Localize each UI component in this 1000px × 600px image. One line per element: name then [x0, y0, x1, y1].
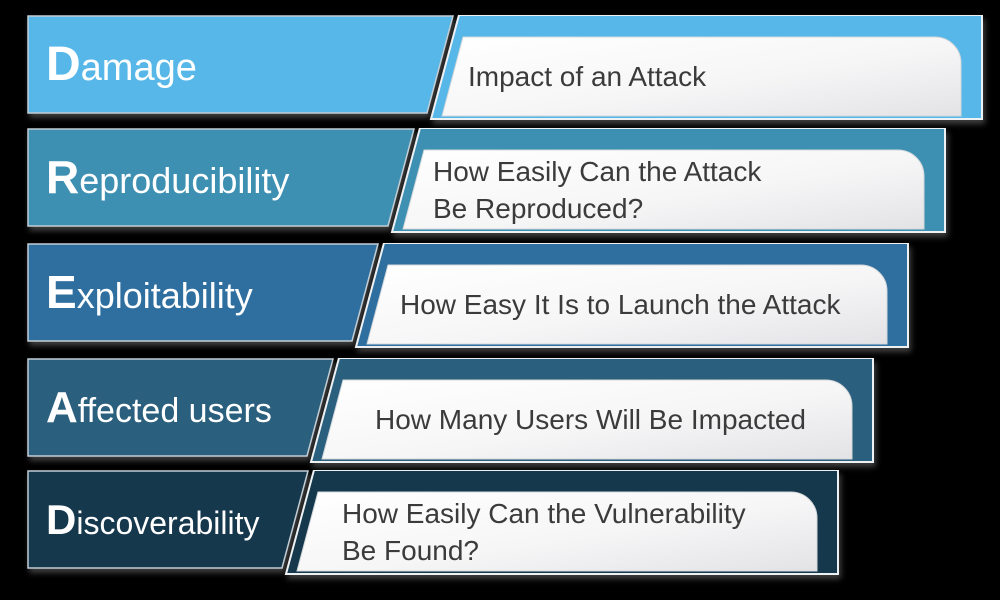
description-line: Be Found?: [342, 534, 479, 566]
row-discoverability: Discoverability How Easily Can the Vulne…: [0, 470, 1000, 580]
term-initial: D: [46, 496, 77, 543]
description-line: How Easily Can the Attack: [433, 155, 762, 187]
left-banner-shape: [27, 470, 309, 569]
row-reproducibility-graphics: [27, 128, 946, 233]
left-banner-shape: [27, 128, 415, 227]
row-exploitability-graphics: [27, 243, 909, 348]
term-reproducibility: Reproducibility: [46, 129, 289, 226]
row-affected-users-graphics: [27, 358, 874, 463]
description-panel-shape: [441, 36, 962, 117]
term-initial: D: [46, 38, 81, 91]
row-discoverability-graphics: [27, 470, 839, 575]
description-line: How Easy It Is to Launch the Attack: [400, 289, 841, 320]
description-panel-shape: [366, 264, 888, 345]
description-line: How Many Users Will Be Impacted: [375, 404, 807, 435]
description-panel-shape: [321, 379, 853, 460]
description-line: How Easily Can the Vulnerability: [342, 497, 746, 529]
description-exploitability: How Easy It Is to Launch the Attack: [400, 265, 840, 344]
term-rest: xploitability: [76, 275, 253, 316]
description-line: Be Reproduced?: [433, 192, 644, 224]
term-initial: E: [46, 266, 77, 318]
description-discoverability: How Easily Can the Vulnerability Be Foun…: [342, 492, 746, 571]
description-panel-shape: [402, 149, 925, 230]
term-initial: R: [46, 151, 80, 203]
description-damage: Impact of an Attack: [468, 37, 706, 116]
description-affected-users: How Many Users Will Be Impacted: [375, 380, 806, 459]
row-damage: Damage Impact of an Attack: [0, 15, 1000, 125]
term-initial: A: [46, 383, 78, 432]
description-panel-shape: [296, 491, 818, 572]
description-reproducibility: How Easily Can the Attack Be Reproduced?: [433, 150, 761, 229]
left-banner-shape: [27, 15, 454, 114]
left-banner-shape: [27, 243, 379, 342]
term-rest: ffected users: [77, 392, 272, 430]
term-rest: iscoverability: [76, 505, 260, 541]
description-line: Impact of an Attack: [468, 61, 707, 92]
term-discoverability: Discoverability: [46, 471, 260, 568]
row-affected-users: Affected users How Many Users Will Be Im…: [0, 358, 1000, 468]
row-exploitability: Exploitability How Easy It Is to Launch …: [0, 243, 1000, 353]
term-affected-users: Affected users: [46, 359, 272, 456]
term-rest: amage: [80, 47, 197, 89]
row-damage-graphics: [27, 15, 983, 120]
term-rest: eproducibility: [79, 160, 290, 201]
term-damage: Damage: [46, 16, 197, 113]
row-reproducibility: Reproducibility How Easily Can the Attac…: [0, 128, 1000, 238]
left-banner-shape: [27, 358, 334, 457]
term-exploitability: Exploitability: [46, 244, 253, 341]
